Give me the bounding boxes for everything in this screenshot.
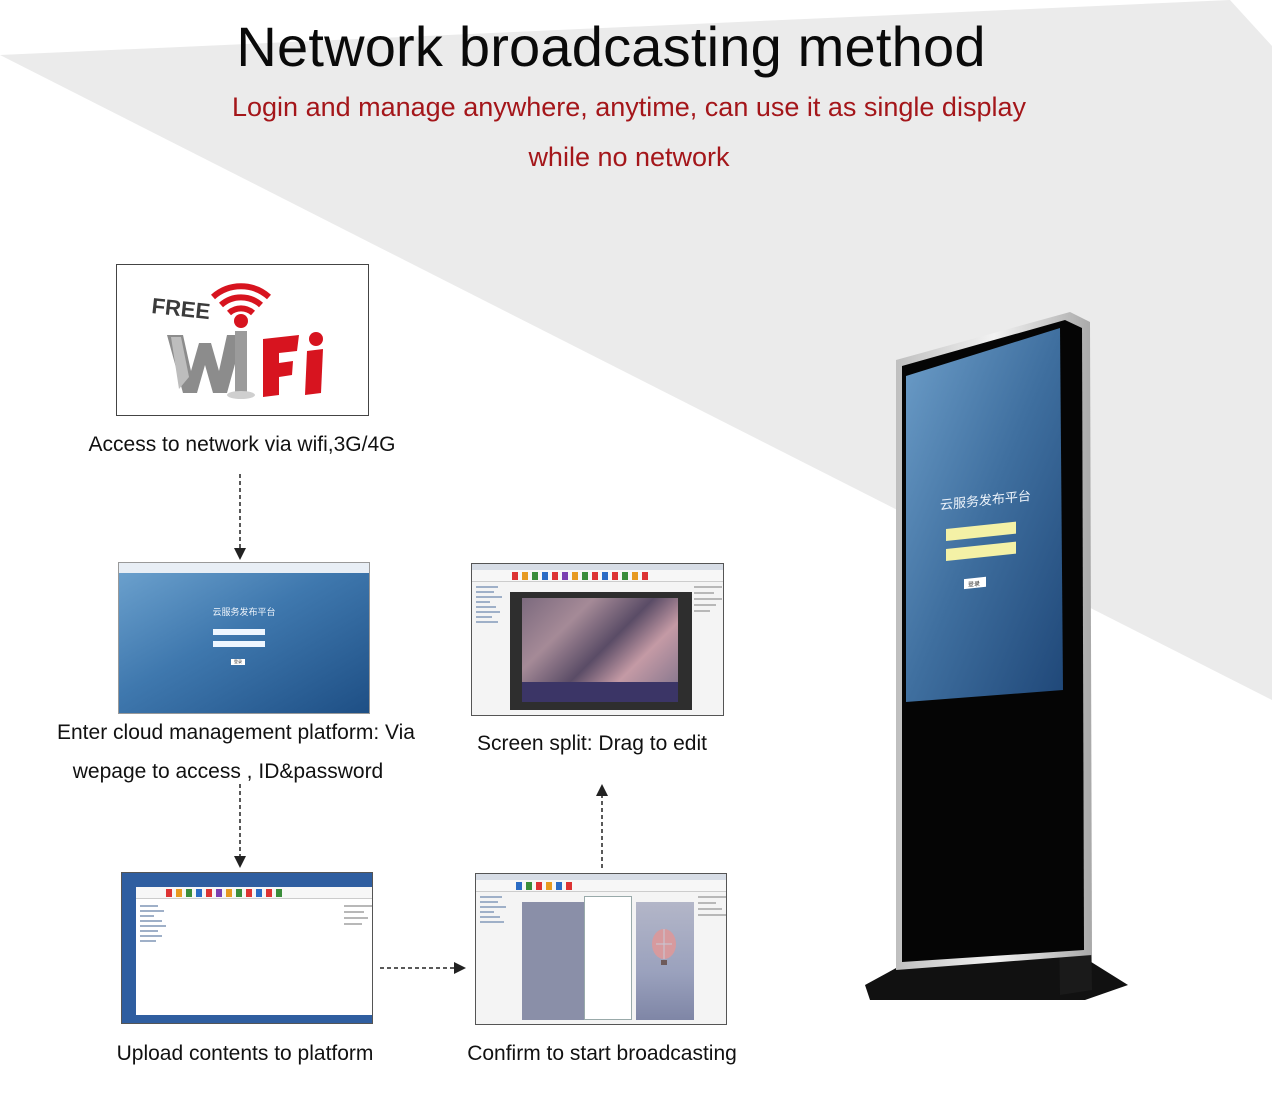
logo-free-text: FREE: [150, 293, 211, 324]
free-wifi-logo-panel: FREE: [116, 264, 369, 416]
upload-contents-screenshot: [121, 872, 373, 1024]
kiosk-password-field: [946, 541, 1016, 561]
page-title: Network broadcasting method: [236, 15, 986, 78]
login-password-field: [213, 641, 265, 647]
caption-broadcast: Confirm to start broadcasting: [467, 1042, 737, 1065]
caption-split: Screen split: Drag to edit: [477, 732, 707, 755]
arrow-down-1: [234, 474, 246, 560]
subtitle-line-2: while no network: [528, 142, 730, 172]
kiosk-login-button-label: 登录: [968, 579, 980, 588]
login-button: 登录: [231, 659, 245, 665]
arrow-down-2: [234, 784, 246, 868]
platform-name: 云服务发布平台: [212, 607, 276, 617]
screen-split-screenshot: [471, 563, 724, 716]
canvas-area: [510, 592, 692, 710]
free-wifi-logo: FREE: [150, 283, 323, 399]
broadcast-dialog: [584, 896, 632, 1020]
arrow-right-1: [380, 962, 466, 974]
cloud-login-screenshot: 云服务发布平台 登录: [118, 562, 370, 714]
caption-wifi: Access to network via wifi,3G/4G: [88, 433, 396, 456]
kiosk-login-button: [964, 576, 986, 590]
kiosk-username-field: [946, 521, 1016, 541]
subtitle-line-1: Login and manage anywhere, anytime, can …: [232, 92, 1026, 122]
caption-login-line-1: Enter cloud management platform: Via: [57, 721, 415, 744]
kiosk-display-image: 云服务发布平台 登录: [865, 312, 1128, 1000]
login-username-field: [213, 629, 265, 635]
caption-upload: Upload contents to platform: [116, 1042, 374, 1065]
caption-login-line-2: wepage to access , ID&password: [72, 760, 384, 783]
start-broadcasting-screenshot: [475, 873, 727, 1025]
wifi-letters: [167, 331, 323, 399]
wifi-signal-icon: [211, 283, 271, 316]
arrow-up-1: [596, 784, 608, 870]
